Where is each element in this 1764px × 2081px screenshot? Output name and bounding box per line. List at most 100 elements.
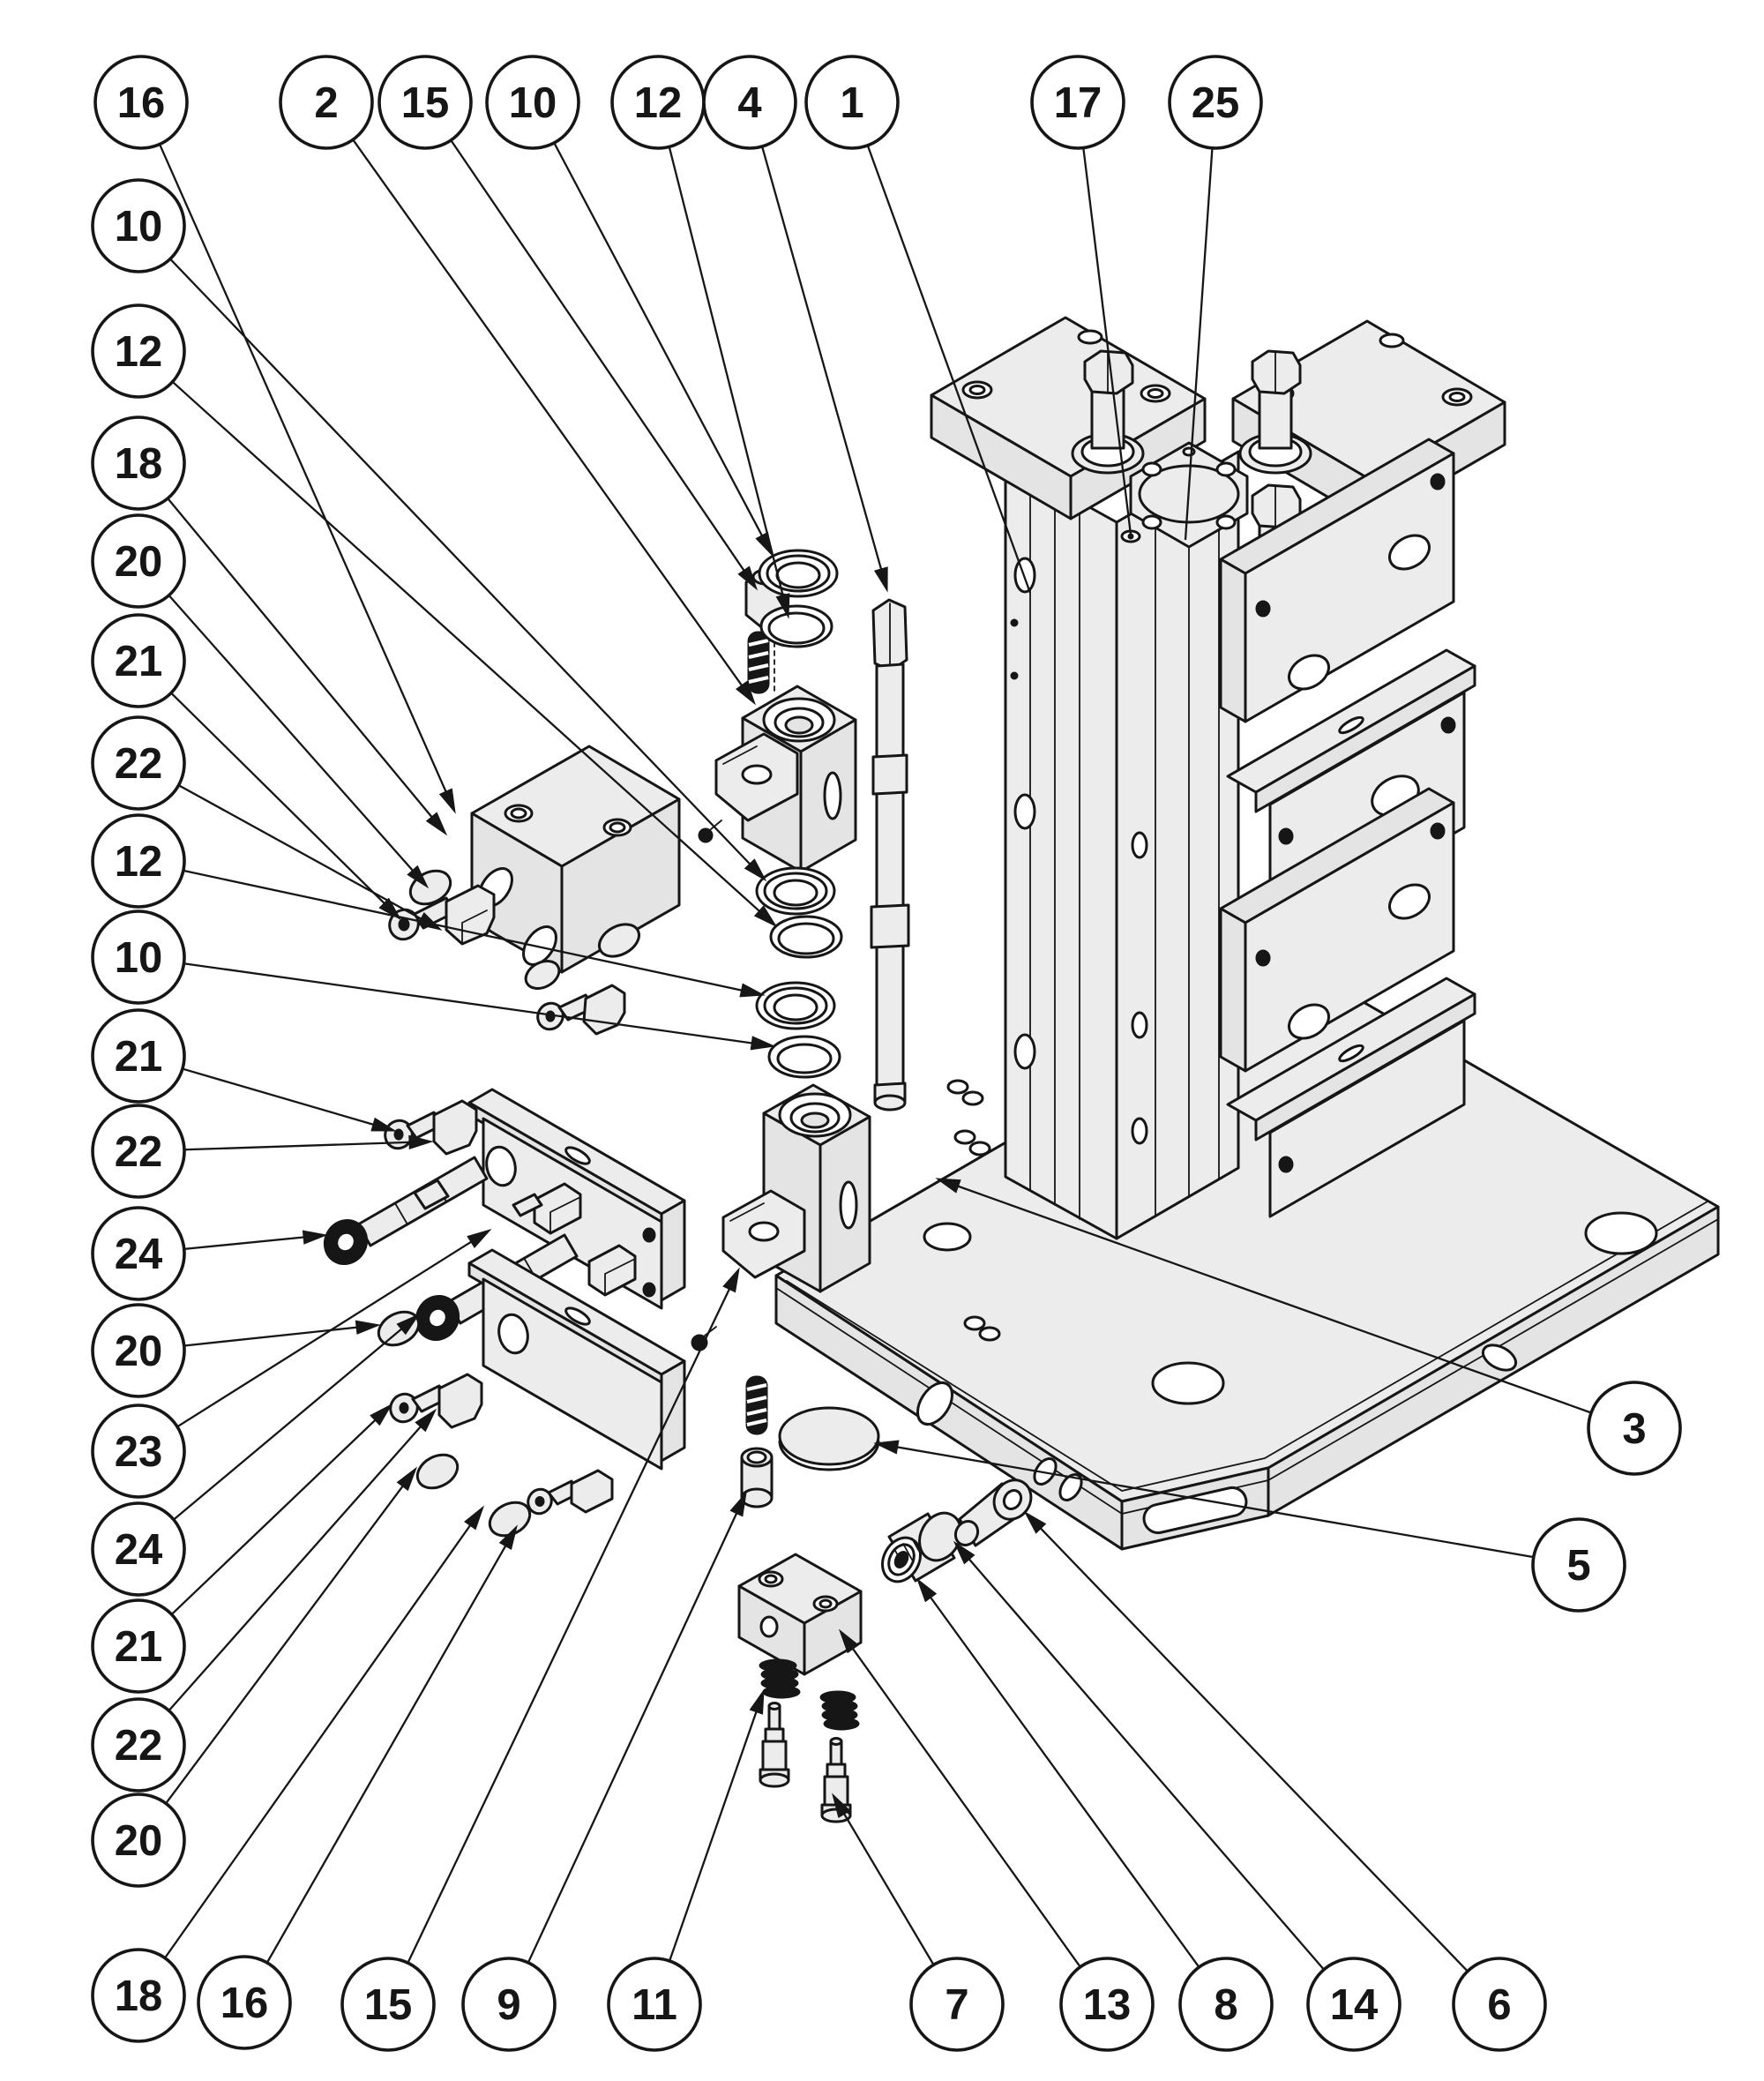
balloon-25-8: 25 <box>1168 55 1263 150</box>
balloon-number: 23 <box>115 1428 163 1476</box>
balloon-number: 25 <box>1192 79 1240 127</box>
balloon-number: 20 <box>115 538 163 586</box>
balloon-circle <box>91 910 186 1005</box>
leader-line-25-8 <box>1184 147 1214 541</box>
leader-line-16-0 <box>158 144 451 801</box>
leader-arrowhead-11-30 <box>749 1688 765 1715</box>
balloon-circle <box>91 1104 186 1199</box>
balloon-number: 21 <box>115 638 163 685</box>
balloon-circle <box>279 55 374 150</box>
balloon-number: 18 <box>115 1972 163 2020</box>
button-screw-lower <box>691 1334 708 1351</box>
balloon-15-2: 15 <box>377 55 473 150</box>
leader-line-10-3 <box>553 142 767 544</box>
balloon-5-37: 5 <box>1531 1517 1626 1613</box>
leader-line-7-31 <box>838 1805 935 1965</box>
leader-arrowhead-8-33 <box>916 1577 938 1603</box>
seal-ring-thin-mid <box>769 915 843 959</box>
balloon-circle <box>909 1957 1005 2052</box>
balloon-number: 10 <box>115 203 163 251</box>
leader-line-21-23 <box>170 1412 383 1615</box>
leader-arrowhead-21-23 <box>370 1403 393 1426</box>
balloon-number: 7 <box>945 1981 968 2029</box>
balloon-number: 13 <box>1083 1981 1132 2029</box>
leader-line-10-9 <box>169 258 758 872</box>
balloon-11-30: 11 <box>607 1957 702 2052</box>
leader-line-5-37 <box>888 1444 1534 1559</box>
balloon-number: 8 <box>1214 1981 1237 2029</box>
balloon-21-13: 21 <box>91 613 186 708</box>
balloon-circle <box>91 1008 186 1104</box>
leader-arrowhead-20-20 <box>355 1320 381 1335</box>
balloon-number: 12 <box>634 79 683 127</box>
long-screw-1 <box>323 1156 489 1265</box>
balloon-24-19: 24 <box>91 1206 186 1301</box>
leader-arrowhead-3-36 <box>935 1178 961 1194</box>
balloon-20-20: 20 <box>91 1303 186 1398</box>
balloon-15-28: 15 <box>340 1957 436 2052</box>
balloon-9-29: 9 <box>461 1957 557 2052</box>
gripper-block-top <box>1219 438 1455 723</box>
balloon-number: 22 <box>115 740 163 788</box>
mount-screw-lower <box>389 1373 483 1429</box>
leader-line-21-17 <box>182 1067 383 1128</box>
leader-arrowhead-24-22 <box>396 1313 421 1336</box>
balloon-circle <box>91 1303 186 1398</box>
balloon-circle <box>91 715 186 811</box>
tower-body <box>1004 450 1240 1240</box>
balloon-circle <box>91 303 186 399</box>
leader-arrowhead-16-27 <box>498 1524 518 1551</box>
balloon-8-33: 8 <box>1178 1957 1274 2052</box>
seal-ring-thick-low <box>755 981 836 1030</box>
balloon-circle <box>607 1957 702 2052</box>
seal-ring-thick-mid <box>755 866 836 916</box>
lower-cylinder-unit <box>721 1083 871 1293</box>
balloon-14-34: 14 <box>1306 1957 1401 2052</box>
balloon-circle <box>1059 1957 1155 2052</box>
balloon-number: 11 <box>632 1981 677 2029</box>
leader-arrowhead-9-29 <box>729 1491 747 1517</box>
coil-spring-lower <box>745 1375 768 1435</box>
balloon-20-12: 20 <box>91 513 186 609</box>
leader-line-6-35 <box>1033 1521 1469 1972</box>
balloon-number: 18 <box>115 440 163 488</box>
balloon-18-11: 18 <box>91 415 186 511</box>
balloon-number: 12 <box>115 838 163 886</box>
balloon-number: 12 <box>115 328 163 376</box>
balloon-circle <box>1030 55 1125 150</box>
leader-arrowhead-20-25 <box>396 1466 418 1492</box>
balloon-circle <box>1452 1957 1547 2052</box>
balloon-22-14: 22 <box>91 715 186 811</box>
balloon-number: 10 <box>509 79 557 127</box>
balloon-circle <box>197 1955 292 2050</box>
balloon-number: 4 <box>737 79 761 127</box>
leader-line-12-4 <box>668 146 787 605</box>
balloon-circle <box>91 613 186 708</box>
balloon-circle <box>93 55 189 150</box>
slide-mid-screw-small <box>384 1099 478 1156</box>
balloon-circle <box>91 415 186 511</box>
leader-arrowhead-18-11 <box>425 812 448 836</box>
balloon-13-32: 13 <box>1059 1957 1155 2052</box>
balloon-number: 15 <box>401 79 450 127</box>
balloon-circle <box>91 813 186 909</box>
seal-ring-thin-low <box>767 1035 841 1079</box>
gripper-rail-bottom <box>1226 977 1476 1218</box>
balloon-23-21: 23 <box>91 1404 186 1499</box>
leader-line-3-36 <box>949 1182 1592 1414</box>
slide-unit-mid <box>323 1088 686 1347</box>
leader-arrowhead-21-13 <box>378 897 402 921</box>
balloon-circle <box>91 513 186 609</box>
balloon-21-23: 21 <box>91 1598 186 1694</box>
balloon-2-1: 2 <box>279 55 374 150</box>
leader-arrowhead-23-21 <box>467 1229 492 1249</box>
leader-line-10-16 <box>183 962 761 1045</box>
leader-line-15-2 <box>450 139 751 579</box>
balloon-number: 21 <box>115 1623 163 1671</box>
leader-arrowhead-10-9 <box>744 858 767 882</box>
leader-line-11-30 <box>669 1703 760 1962</box>
leader-arrowhead-12-15 <box>739 983 766 998</box>
mount-screw-lower-2 <box>527 1469 614 1516</box>
leader-arrowhead-22-24 <box>415 1408 437 1433</box>
leader-arrowhead-5-37 <box>873 1440 900 1455</box>
